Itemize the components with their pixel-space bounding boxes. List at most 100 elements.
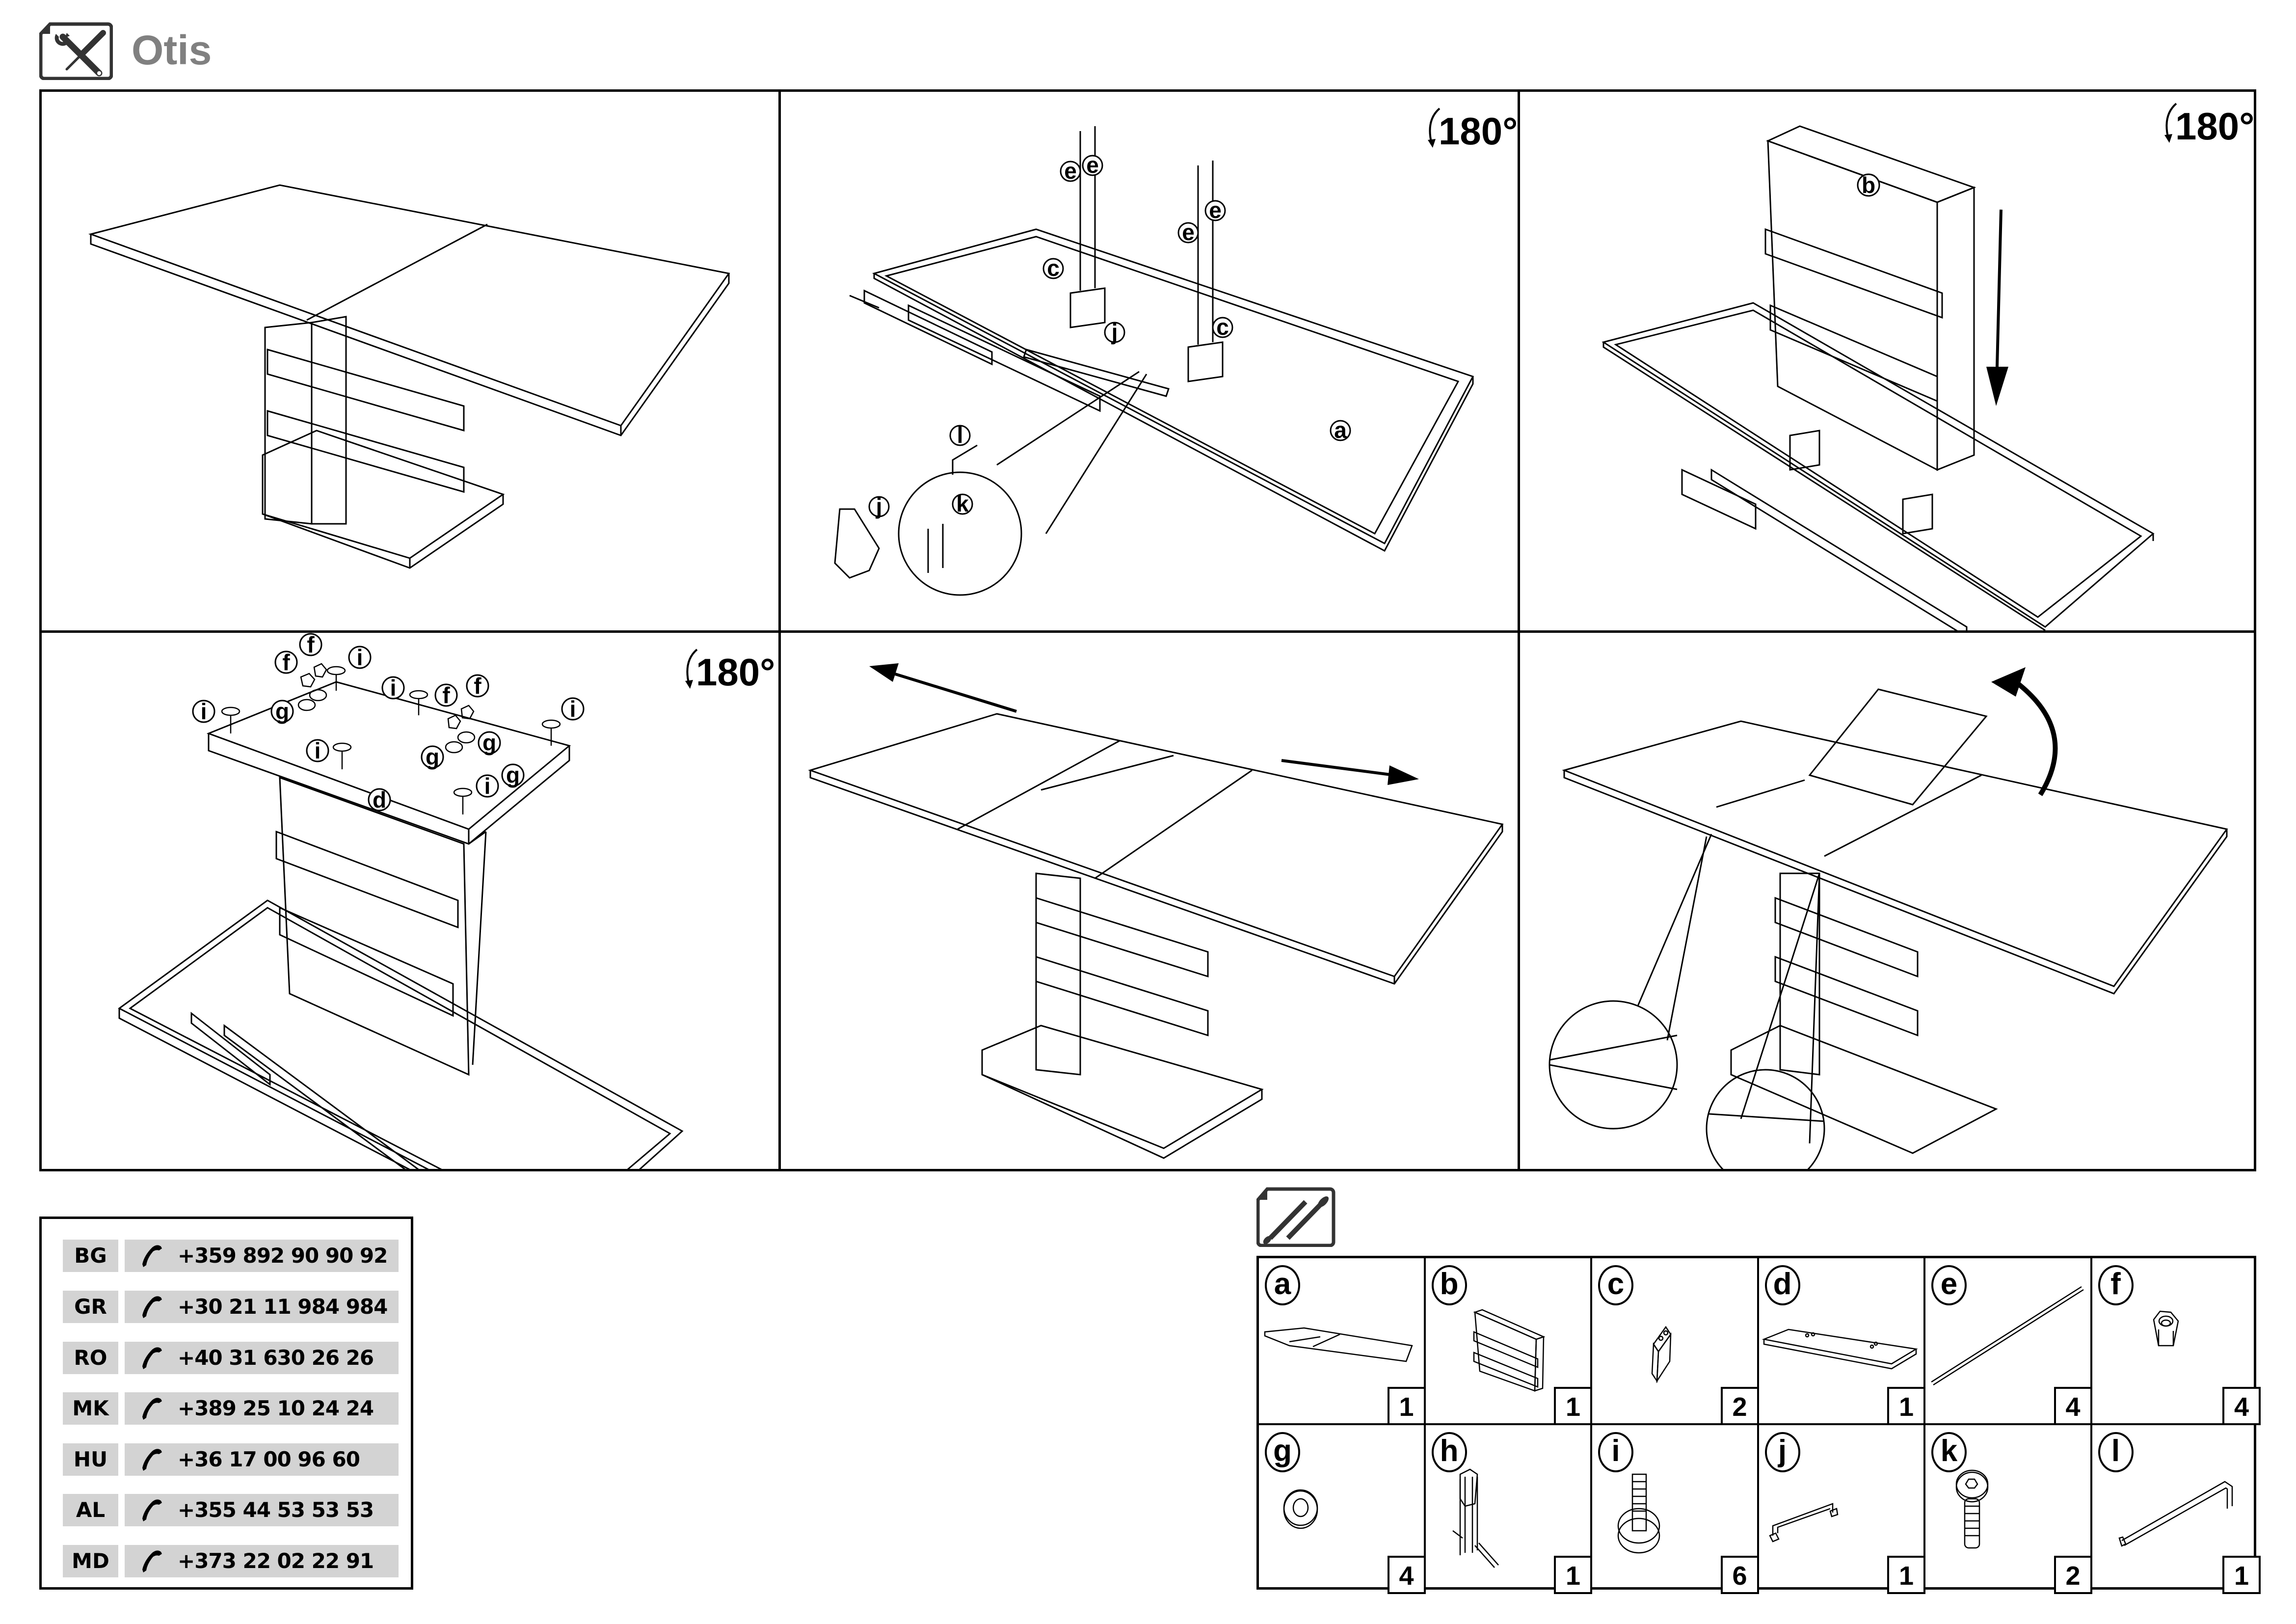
phone-number-cell[interactable]: +36 17 00 96 60 (125, 1443, 399, 1476)
phone-icon (142, 1499, 162, 1521)
down-arrow-icon (1986, 367, 2008, 406)
callout-label: j (1111, 319, 1118, 345)
part-quantity: 6 (1720, 1556, 1759, 1594)
step-3-panel: b 180° (1520, 92, 2256, 638)
part-letter: l (2098, 1432, 2134, 1472)
part-letter: i (1598, 1432, 1633, 1472)
country-code: MD (63, 1545, 118, 1577)
part-quantity: 1 (1554, 1556, 1592, 1594)
part-item-g: g 4 (1259, 1425, 1426, 1594)
callout-c: c (1212, 314, 1233, 340)
hex-socket-bolt-icon (1955, 1469, 1989, 1549)
callout-label: g (275, 699, 289, 724)
callout-label: e (1182, 219, 1195, 245)
part-item-h: h 1 (1426, 1425, 1592, 1594)
part-item-e: e 4 (1925, 1258, 2092, 1425)
callout-a: a (1330, 417, 1351, 443)
phone-number-cell[interactable]: +389 25 10 24 24 (125, 1392, 399, 1425)
callout-i: i (192, 699, 215, 724)
phone-number: +373 22 02 22 91 (178, 1549, 374, 1573)
rotate-arrow-icon (1428, 108, 1441, 148)
parts-list: a 1 b 1 c 2 d 1 e 4 f 4 g 4 h 1 i 6 j 1 … (1256, 1256, 2261, 1594)
pedestal-column-icon (1473, 1309, 1545, 1392)
rotation-label: 180° (696, 650, 775, 694)
leveling-foot-icon (1617, 1473, 1660, 1554)
phone-number-cell[interactable]: +359 892 90 90 92 (125, 1240, 399, 1272)
part-item-j: j 1 (1759, 1425, 1925, 1594)
callout-f: f (274, 650, 298, 675)
phone-number-cell[interactable]: +40 31 630 26 26 (125, 1342, 399, 1374)
callout-label: d (373, 787, 386, 812)
callout-b: b (1857, 172, 1880, 198)
callout-label: l (957, 422, 963, 448)
phone-number-cell[interactable]: +373 22 02 22 91 (125, 1545, 399, 1577)
part-item-l: l 1 (2092, 1425, 2261, 1594)
rotate-arrow-icon (685, 649, 698, 689)
phone-icon (142, 1398, 162, 1420)
callout-i: i (476, 773, 499, 799)
part-quantity: 2 (1720, 1387, 1759, 1425)
phone-icon (142, 1550, 162, 1572)
place-column-illustration: b (1602, 125, 2155, 638)
callout-label: k (956, 491, 969, 516)
callout-k: k (952, 491, 973, 516)
part-quantity: 1 (1554, 1387, 1592, 1425)
part-quantity: 4 (1387, 1556, 1426, 1594)
step-2-panel: e e e e c c j a l k j 180° (781, 92, 1518, 630)
country-code: AL (63, 1494, 118, 1526)
right-arrow-icon (1388, 765, 1419, 785)
phone-number: +355 44 53 53 53 (178, 1498, 374, 1522)
part-quantity: 4 (2222, 1387, 2261, 1425)
part-quantity: 1 (2222, 1556, 2261, 1594)
part-item-f: f 4 (2092, 1258, 2261, 1425)
phone-icon (142, 1347, 162, 1369)
phone-number-cell[interactable]: +30 21 11 984 984 (125, 1291, 399, 1323)
callout-d: d (368, 787, 391, 812)
phone-number: +40 31 630 26 26 (178, 1346, 374, 1370)
callout-g: g (478, 730, 501, 756)
callout-e: e (1177, 219, 1199, 245)
part-quantity: 1 (1887, 1387, 1925, 1425)
page-title: Otis (132, 27, 212, 73)
phone-number: +359 892 90 90 92 (178, 1244, 388, 1268)
part-item-b: b 1 (1425, 1258, 1592, 1425)
callout-j: j (868, 493, 890, 519)
country-code: BG (63, 1240, 118, 1272)
base-plate-icon (1762, 1328, 1918, 1370)
callout-label: f (442, 682, 450, 708)
callout-i: i (381, 675, 405, 701)
rotation-label: 180° (1439, 109, 1518, 153)
callout-label: f (307, 633, 315, 657)
callout-label: f (282, 650, 290, 675)
part-letter: h (1431, 1432, 1467, 1472)
callout-l: l (949, 422, 971, 448)
callout-g: g (501, 762, 525, 788)
callout-f: f (299, 632, 322, 657)
hardware-screws-icon (1256, 1187, 1336, 1247)
part-letter: k (1931, 1432, 1967, 1472)
country-code: GR (63, 1291, 118, 1323)
callout-label: e (1064, 158, 1077, 184)
callout-label: e (1086, 152, 1099, 178)
washer-icon (1283, 1489, 1318, 1529)
callout-label: f (474, 673, 481, 699)
phone-icon (142, 1296, 162, 1318)
callout-g: g (421, 744, 444, 770)
callout-label: c (1216, 314, 1229, 340)
step-4-panel: f f i i f f i g g g i i g i d 180° (42, 632, 778, 1250)
attach-blocks-and-rods-illustration: e e e e c c j a l k j (834, 126, 1474, 596)
bracket-icon (1768, 1503, 1838, 1543)
callout-label: i (484, 773, 491, 799)
callout-g: g (270, 699, 294, 724)
callout-i: i (306, 738, 329, 763)
callout-label: i (570, 696, 576, 722)
country-code: MK (63, 1392, 118, 1425)
phone-number-cell[interactable]: +355 44 53 53 53 (125, 1494, 399, 1526)
part-quantity: 1 (1387, 1387, 1426, 1425)
callout-label: c (1047, 255, 1060, 281)
phone-icon (142, 1449, 162, 1471)
part-quantity: 2 (2054, 1556, 2092, 1594)
country-code: HU (63, 1443, 118, 1476)
hardware-on-plate (221, 663, 561, 814)
assembled-table-illustration (88, 184, 730, 569)
